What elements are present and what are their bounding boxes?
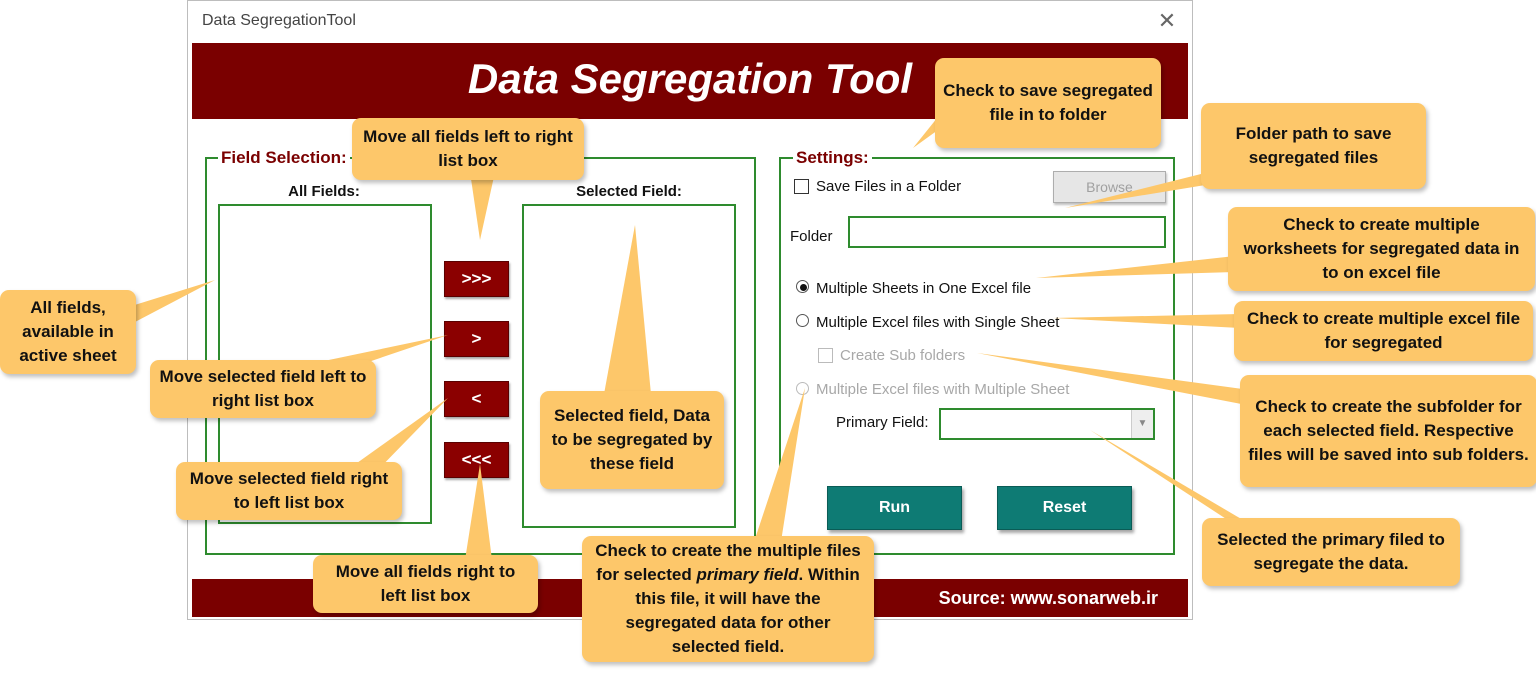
reset-button[interactable]: Reset	[997, 486, 1132, 530]
callout-move-all-left-to-right: Move all fields left to right list box	[352, 118, 584, 180]
callout-save-in-folder: Check to save segregated file in to fold…	[935, 58, 1161, 148]
multi-files-multi-sheet-label[interactable]: Multiple Excel files with Multiple Sheet	[816, 381, 1070, 398]
folder-label: Folder	[790, 228, 833, 245]
multi-sheets-one-file-label[interactable]: Multiple Sheets in One Excel file	[816, 280, 1032, 297]
primary-field-dropdown[interactable]: ▼	[939, 408, 1155, 440]
primary-field-emphasis: primary field	[696, 565, 799, 584]
window-title: Data SegregationTool	[202, 12, 356, 29]
create-sub-folders-checkbox[interactable]	[818, 348, 833, 363]
multi-files-multi-sheet-radio[interactable]	[796, 382, 809, 395]
move-all-left-button[interactable]: <<<	[444, 442, 509, 478]
primary-field-label: Primary Field:	[836, 414, 929, 431]
callout-multi-sheets: Check to create multiple worksheets for …	[1228, 207, 1535, 291]
multi-sheets-one-file-radio[interactable]	[796, 280, 809, 293]
folder-path-input[interactable]	[848, 216, 1166, 248]
callout-selected-field: Selected field, Data to be segregated by…	[540, 391, 724, 489]
multi-files-single-sheet-label[interactable]: Multiple Excel files with Single Sheet	[816, 314, 1060, 331]
callout-folder-path: Folder path to save segregated files	[1201, 103, 1426, 189]
move-all-right-button[interactable]: >>>	[444, 261, 509, 297]
chevron-down-icon[interactable]: ▼	[1131, 410, 1153, 438]
app-title: Data Segregation Tool	[467, 55, 913, 102]
save-in-folder-checkbox[interactable]	[794, 179, 809, 194]
callout-primary-field: Selected the primary filed to segregate …	[1202, 518, 1460, 586]
callout-move-all-right-to-left: Move all fields right to left list box	[313, 555, 538, 613]
browse-button[interactable]: Browse	[1053, 171, 1166, 203]
save-in-folder-label[interactable]: Save Files in a Folder	[816, 178, 962, 195]
field-selection-label: Field Selection:	[218, 148, 350, 168]
selected-field-heading: Selected Field:	[576, 183, 682, 200]
settings-label: Settings:	[793, 148, 872, 168]
all-fields-heading: All Fields:	[288, 183, 360, 200]
callout-multi-primary-text: Check to create the multiple files for s…	[595, 541, 861, 656]
move-selected-right-button[interactable]: >	[444, 321, 509, 357]
callout-multi-files-primary: Check to create the multiple files for s…	[582, 536, 874, 662]
source-credit: Source: www.sonarweb.ir	[938, 588, 1158, 608]
callout-all-fields: All fields, available in active sheet	[0, 290, 136, 374]
move-selected-left-button[interactable]: <	[444, 381, 509, 417]
create-sub-folders-label[interactable]: Create Sub folders	[840, 347, 966, 364]
title-bar: Data SegregationTool ✕	[188, 1, 1192, 41]
callout-move-selected-left-to-right: Move selected field left to right list b…	[150, 360, 376, 418]
close-icon[interactable]: ✕	[1157, 8, 1177, 33]
callout-multi-files: Check to create multiple excel file for …	[1234, 301, 1533, 361]
multi-files-single-sheet-radio[interactable]	[796, 314, 809, 327]
callout-sub-folders: Check to create the subfolder for each s…	[1240, 375, 1536, 487]
callout-move-selected-right-to-left: Move selected field right to left list b…	[176, 462, 402, 520]
run-button[interactable]: Run	[827, 486, 962, 530]
